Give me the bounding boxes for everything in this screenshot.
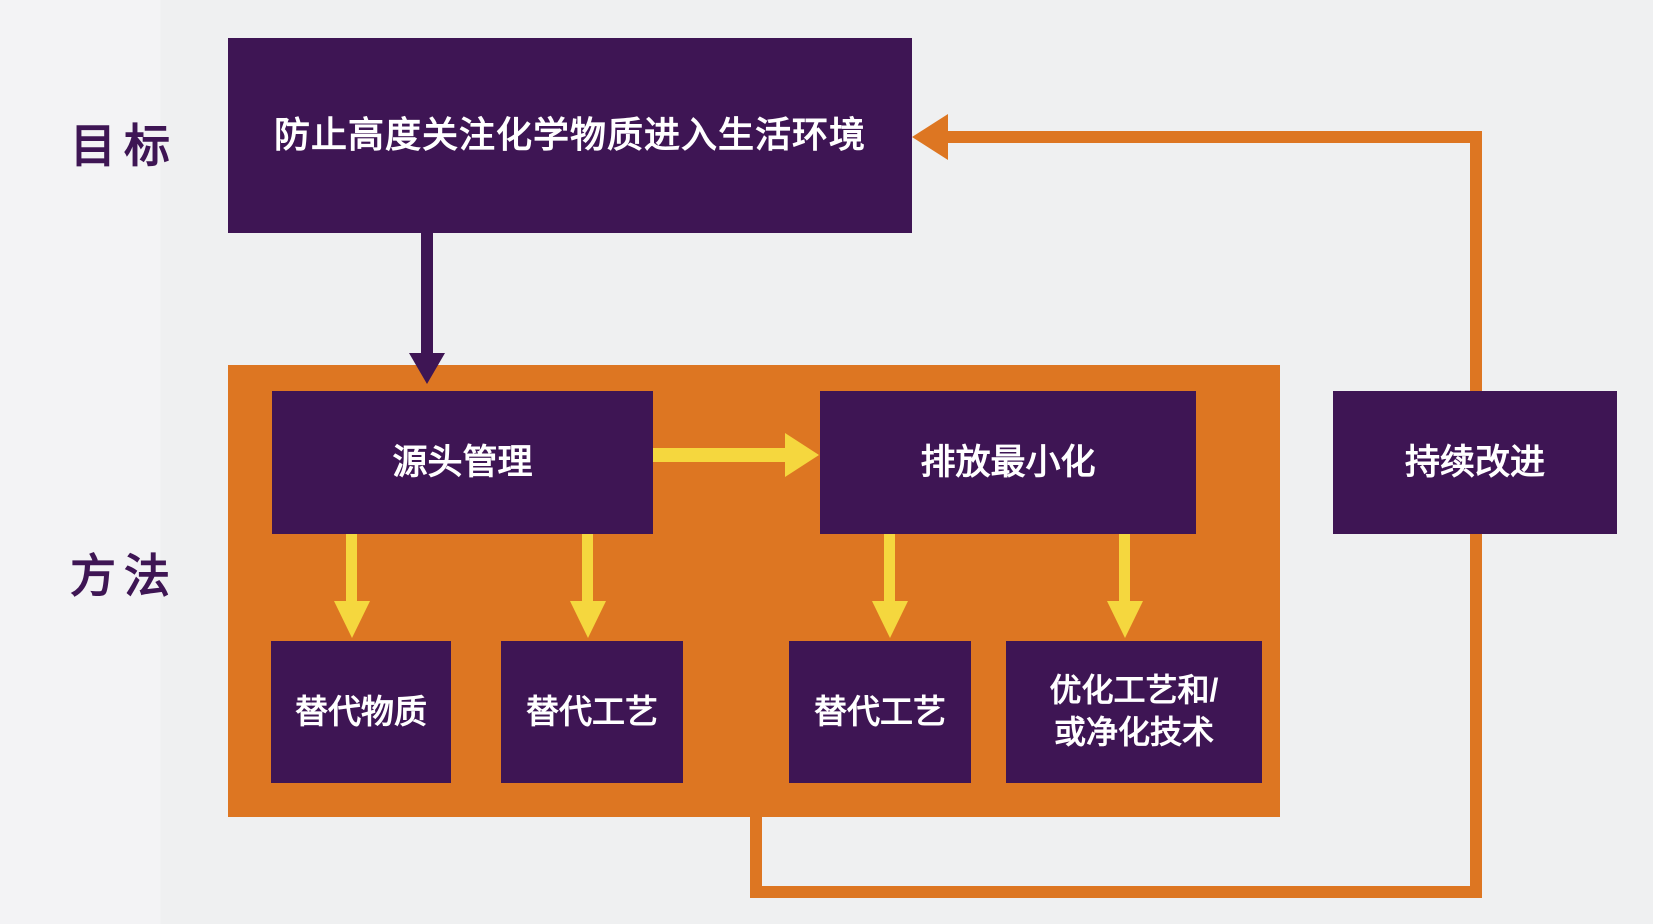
sub-box-alternative-process-2: 替代工艺 xyxy=(789,641,971,783)
goal-row-label: 目标 xyxy=(70,120,178,172)
sub-box-4-label: 优化工艺和/ 或净化技术 xyxy=(1049,672,1219,750)
arrow-to-sub-box-3-shaft xyxy=(884,534,895,602)
feedback-loop-drop-segment xyxy=(750,817,762,892)
source-management-label: 源头管理 xyxy=(392,442,533,482)
method-row-label: 方法 xyxy=(70,550,178,602)
emission-minimization-label: 排放最小化 xyxy=(920,442,1096,482)
arrow-to-sub-box-4-shaft xyxy=(1119,534,1130,602)
continuous-improvement-label: 持续改进 xyxy=(1404,442,1545,482)
sub-box-alternative-process-1: 替代工艺 xyxy=(501,641,683,783)
sub-box-3-label: 替代工艺 xyxy=(814,692,946,730)
arrow-to-sub-box-2-head-icon xyxy=(570,601,606,638)
sub-box-1-label: 替代物质 xyxy=(295,692,427,730)
arrow-to-sub-box-2-shaft xyxy=(582,534,593,602)
emission-minimization-box: 排放最小化 xyxy=(820,391,1196,534)
goal-to-methods-arrow-shaft xyxy=(421,232,433,354)
goal-to-methods-arrow-head-icon xyxy=(409,353,445,384)
goal-box-label: 防止高度关注化学物质进入生活环境 xyxy=(273,114,866,156)
feedback-loop-top-segment xyxy=(947,131,1482,143)
arrow-to-sub-box-1-shaft xyxy=(346,534,357,602)
sub-box-optimized-process-purification: 优化工艺和/ 或净化技术 xyxy=(1006,641,1262,783)
feedback-loop-arrow-head-icon xyxy=(912,114,948,160)
goal-box: 防止高度关注化学物质进入生活环境 xyxy=(228,38,912,233)
source-to-emission-arrow-shaft xyxy=(653,448,786,462)
arrow-to-sub-box-3-head-icon xyxy=(872,601,908,638)
sub-box-alternative-substances: 替代物质 xyxy=(271,641,451,783)
source-to-emission-arrow-head-icon xyxy=(785,433,819,477)
arrow-to-sub-box-1-head-icon xyxy=(334,601,370,638)
continuous-improvement-box: 持续改进 xyxy=(1333,391,1617,534)
source-management-box: 源头管理 xyxy=(272,391,653,534)
feedback-loop-bottom-segment xyxy=(750,886,1482,898)
sub-box-2-label: 替代工艺 xyxy=(526,692,658,730)
arrow-to-sub-box-4-head-icon xyxy=(1107,601,1143,638)
